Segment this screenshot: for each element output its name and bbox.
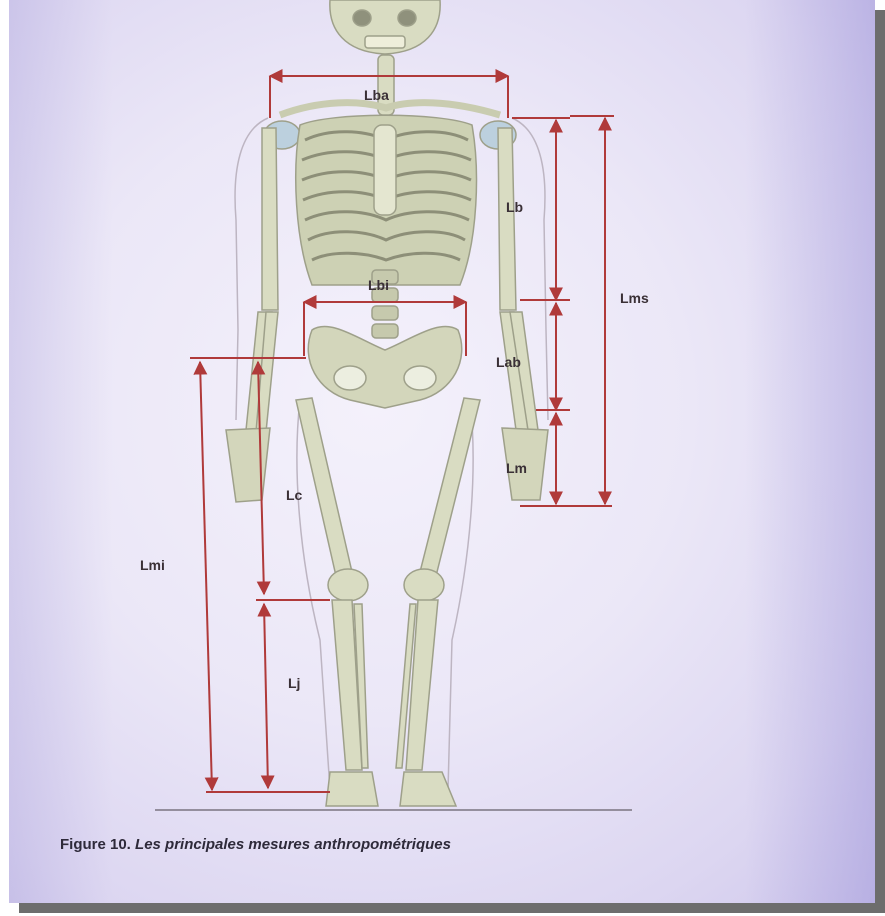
left-hand bbox=[226, 428, 270, 502]
label-lm: Lm bbox=[506, 460, 527, 476]
lmi-arrow bbox=[200, 362, 212, 790]
label-lbi: Lbi bbox=[368, 277, 389, 293]
figure-caption: Figure 10. Les principales mesures anthr… bbox=[60, 836, 451, 853]
label-lab: Lab bbox=[496, 354, 521, 370]
label-lba: Lba bbox=[364, 87, 389, 103]
label-lb: Lb bbox=[506, 199, 523, 215]
lj-arrow bbox=[264, 604, 268, 788]
label-lc: Lc bbox=[286, 487, 303, 503]
caption-title: Les principales mesures anthropométrique… bbox=[135, 836, 451, 853]
label-lj: Lj bbox=[288, 675, 300, 691]
skeleton bbox=[226, 0, 548, 806]
caption-number: Figure 10. bbox=[60, 836, 131, 853]
label-lms: Lms bbox=[620, 290, 649, 306]
label-lmi: Lmi bbox=[140, 557, 165, 573]
